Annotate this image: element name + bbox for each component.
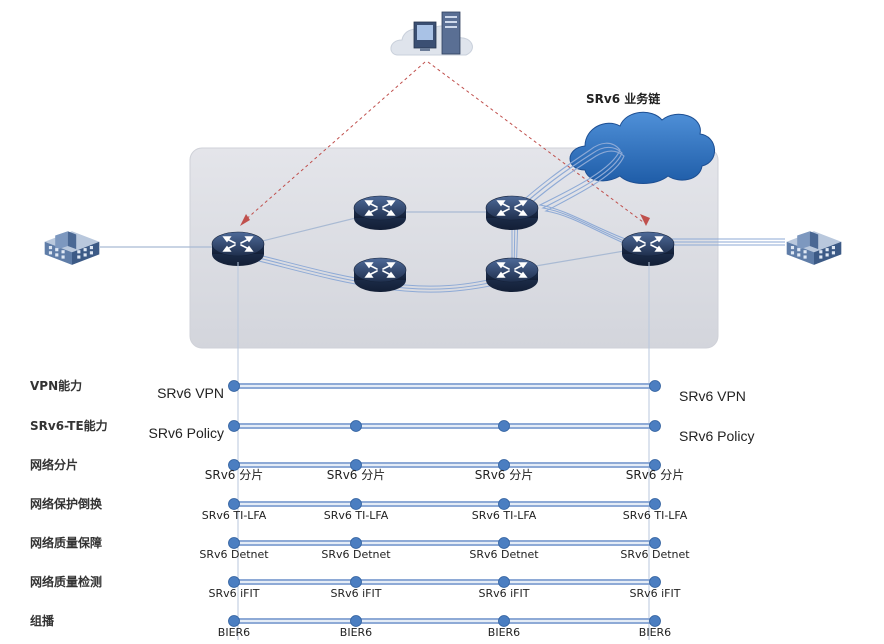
edge-router-left-icon — [211, 231, 265, 267]
service-chain-label: SRv6 业务链 — [586, 91, 661, 106]
capability-node-label: SRv6 TI-LFA — [324, 509, 389, 522]
capability-node-dot — [498, 615, 510, 627]
capability-label: 网络质量检测 — [30, 574, 102, 589]
capability-node-dot — [350, 420, 362, 432]
capability-node-dot — [228, 576, 240, 588]
capability-node-label: SRv6 分片 — [475, 468, 534, 482]
core-network-band — [189, 147, 719, 349]
capability-node-dot — [649, 459, 661, 471]
capability-node-dot — [649, 615, 661, 627]
capability-row: 网络质量保障 SRv6 Detnet SRv6 Detnet SRv6 Detnet S… — [30, 535, 690, 561]
capability-node-label: SRv6 分片 — [327, 468, 386, 482]
capability-node-label: SRv6 TI-LFA — [623, 509, 688, 522]
capability-node-dot — [350, 576, 362, 588]
capability-node-dot — [228, 615, 240, 627]
core-router-bottom-left-icon — [353, 257, 407, 293]
capability-label: VPN能力 — [30, 378, 82, 393]
capability-row: 网络分片 SRv6 分片 SRv6 分片 SRv6 分片 SRv6 分片 — [30, 457, 684, 482]
capability-node-dot — [350, 498, 362, 510]
core-router-bottom-right-icon — [485, 257, 539, 293]
capability-node-label: SRv6 Detnet — [469, 548, 539, 561]
capability-node-dot — [228, 420, 240, 432]
capability-node-dot — [350, 537, 362, 549]
capability-node-label: SRv6 iFIT — [209, 587, 260, 600]
capability-left-label: SRv6 VPN — [157, 385, 224, 401]
capability-label: 网络分片 — [30, 457, 78, 472]
capability-row: SRv6-TE能力 SRv6 Policy SRv6 Policy — [30, 418, 754, 444]
capability-node-label: SRv6 Detnet — [620, 548, 690, 561]
capability-row: VPN能力 SRv6 VPN SRv6 VPN — [30, 378, 746, 404]
capability-node-label: SRv6 iFIT — [630, 587, 681, 600]
service-chain-cloud-icon — [569, 111, 715, 184]
capability-node-dot — [649, 537, 661, 549]
capability-node-dot — [228, 498, 240, 510]
capability-node-label: SRv6 分片 — [626, 468, 685, 482]
capability-node-dot — [498, 420, 510, 432]
capability-label: 网络保护倒换 — [30, 496, 103, 511]
capability-node-dot — [649, 380, 661, 392]
capability-node-dot — [649, 498, 661, 510]
capability-node-label: SRv6 iFIT — [479, 587, 530, 600]
capability-node-label: SRv6 iFIT — [331, 587, 382, 600]
capability-node-label: BIER6 — [340, 626, 372, 639]
dashed-arrow-heads — [240, 214, 650, 226]
capability-node-dot — [350, 615, 362, 627]
capability-node-label: SRv6 Detnet — [199, 548, 269, 561]
capability-label: 组播 — [30, 613, 55, 628]
capability-node-label: SRv6 分片 — [205, 468, 264, 482]
capability-row: 网络质量检测 SRv6 iFIT SRv6 iFIT SRv6 iFIT SRv6 iF… — [30, 574, 681, 600]
capability-node-dot — [498, 576, 510, 588]
capability-row: 网络保护倒换 SRv6 TI-LFA SRv6 TI-LFA SRv6 TI-LFA S… — [30, 496, 688, 522]
capability-label: SRv6-TE能力 — [30, 418, 108, 433]
capability-node-dot — [649, 420, 661, 432]
capability-left-label: SRv6 Policy — [149, 425, 224, 441]
capability-node-label: SRv6 Detnet — [321, 548, 391, 561]
capability-node-label: SRv6 TI-LFA — [202, 509, 267, 522]
capability-right-label: SRv6 Policy — [679, 428, 754, 444]
control-dashed-links — [242, 61, 644, 223]
right-site-building-icon — [786, 231, 842, 265]
capability-row: 组播 BIER6 BIER6 BIER6 BIER6 — [30, 613, 671, 639]
capability-node-label: BIER6 — [218, 626, 250, 639]
capability-right-label: SRv6 VPN — [679, 388, 746, 404]
capability-node-dot — [498, 498, 510, 510]
edge-router-right-icon — [621, 231, 675, 267]
server-cloud-icon — [390, 11, 473, 56]
capability-node-label: BIER6 — [639, 626, 671, 639]
capability-node-label: SRv6 TI-LFA — [472, 509, 537, 522]
capability-node-dot — [498, 537, 510, 549]
left-site-building-icon — [44, 231, 100, 265]
capability-node-label: BIER6 — [488, 626, 520, 639]
vertical-guides — [237, 262, 650, 640]
capability-node-dot — [228, 459, 240, 471]
capability-node-dot — [350, 459, 362, 471]
capability-rows: VPN能力 SRv6 VPN SRv6 VPN SRv6-TE能力 SRv6 Polic… — [30, 378, 754, 639]
capability-node-dot — [228, 380, 240, 392]
capability-node-dot — [228, 537, 240, 549]
capability-label: 网络质量保障 — [30, 535, 102, 550]
core-router-top-right-icon — [485, 195, 539, 231]
capability-node-dot — [649, 576, 661, 588]
capability-node-dot — [498, 459, 510, 471]
core-router-top-left-icon — [353, 195, 407, 231]
